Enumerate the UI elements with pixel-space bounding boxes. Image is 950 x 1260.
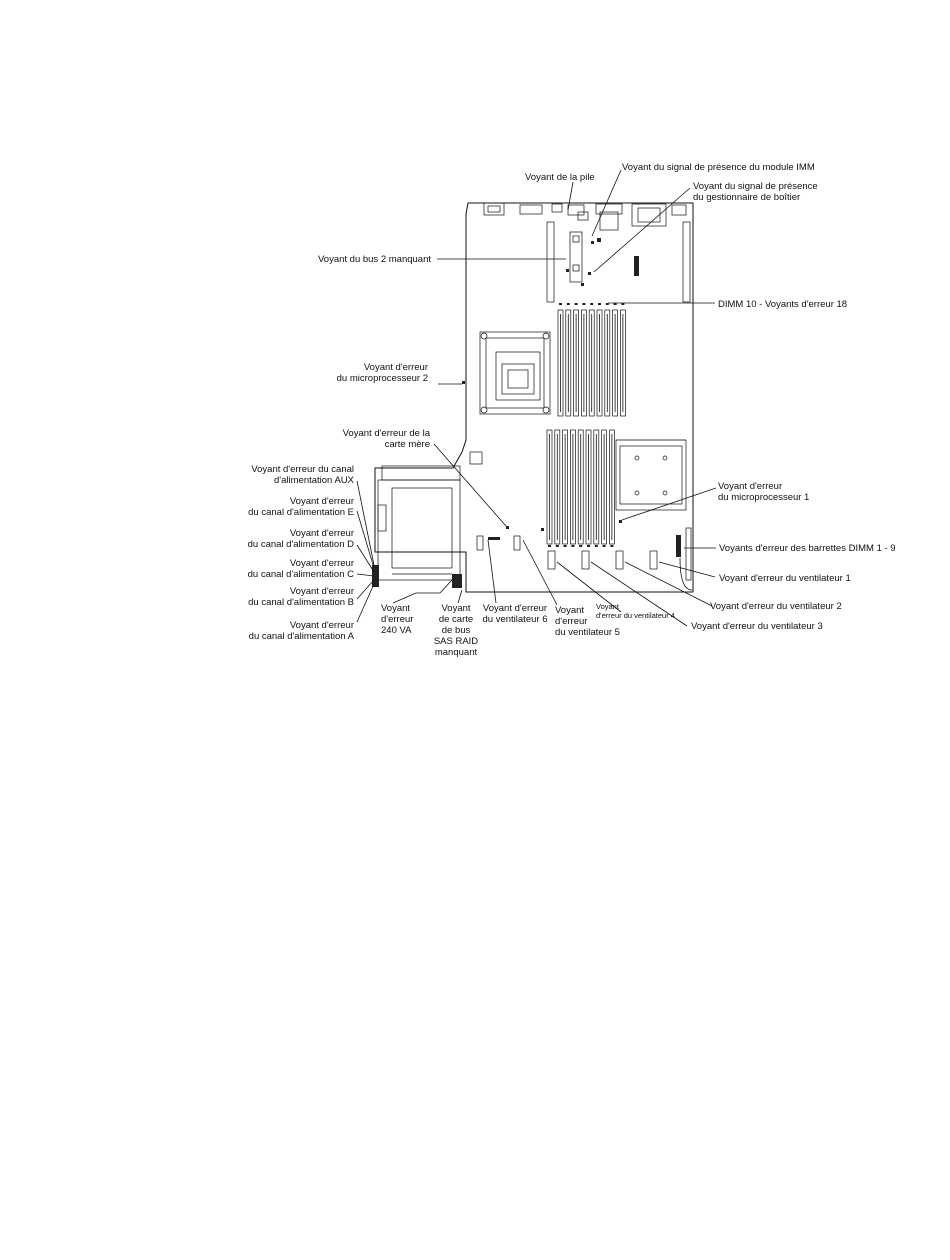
label-sas-2: de carte (439, 614, 473, 625)
label-a-1: Voyant d'erreur (290, 620, 354, 631)
label-b-1: Voyant d'erreur (290, 586, 354, 597)
label-240va-3: 240 VA (381, 625, 412, 636)
label-dimm-10-18: DIMM 10 - Voyants d'erreur 18 (718, 299, 847, 310)
label-d-2: du canal d'alimentation D (248, 539, 355, 550)
label-sysboard-1: Voyant d'erreur de la (343, 428, 431, 439)
small-connector (634, 256, 639, 276)
dimm-upper-slot (581, 309, 587, 417)
label-e-2: du canal d'alimentation E (248, 507, 354, 518)
dimm-upper-led (574, 303, 578, 305)
dimm-upper-slot (573, 309, 579, 417)
dimm-upper-slot (612, 309, 618, 417)
label-fan3: Voyant d'erreur du ventilateur 3 (691, 621, 823, 632)
dimm-upper-slot (596, 309, 603, 417)
dimm-lower-slot (562, 429, 568, 545)
label-cpu2-1: Voyant d'erreur (364, 362, 428, 373)
dimm-lower-led (548, 545, 551, 547)
callout-labels: Voyant du signal de présence du module I… (248, 162, 896, 658)
label-cpu2-2: du microprocesseur 2 (337, 373, 428, 384)
leds (462, 238, 622, 531)
label-sas-4: SAS RAID (434, 636, 478, 647)
dimm-upper-slot (565, 309, 572, 417)
right-pci-slot (682, 221, 691, 303)
dimm-lower-led (602, 545, 606, 547)
rear-connectors (483, 202, 687, 231)
label-a-2: du canal d'alimentation A (249, 631, 355, 642)
dimm-upper-slot (588, 309, 595, 417)
dimm-lower-slot (546, 429, 553, 545)
system-board (372, 202, 694, 593)
label-dimm-1-9: Voyants d'erreur des barrettes DIMM 1 - … (719, 543, 896, 554)
dimm-lower-slot (601, 429, 607, 545)
fan-connectors (476, 527, 693, 591)
label-aux-1: Voyant d'erreur du canal (251, 464, 354, 475)
dimm-upper-led (590, 303, 594, 305)
dimm-lower-led (594, 545, 598, 547)
dimm-lower-slot (585, 429, 592, 545)
label-sas-3: de bus (442, 625, 471, 636)
label-fan4-2: d'erreur du ventilateur 4 (596, 611, 675, 620)
dimm-lower-slot (609, 429, 615, 545)
dimm-upper-led (621, 303, 625, 305)
label-sas-1: Voyant (441, 603, 470, 614)
dimm-lower-led (610, 545, 614, 547)
dimm-upper-led (598, 303, 601, 305)
dimm-upper-led (605, 303, 609, 305)
board-outline (374, 202, 694, 593)
dimm-upper-slot (557, 309, 564, 417)
label-fan4-1: Voyant (596, 602, 620, 611)
label-fan5-1: Voyant (555, 605, 584, 616)
microprocessor-2-socket (479, 331, 551, 415)
label-fan2: Voyant d'erreur du ventilateur 2 (710, 601, 842, 612)
dimm-lower-led (587, 545, 590, 547)
label-fan1: Voyant d'erreur du ventilateur 1 (719, 573, 851, 584)
label-240va-1: Voyant (381, 603, 410, 614)
dimm-lower-slot (554, 429, 561, 545)
label-sas-5: manquant (435, 647, 478, 658)
label-aux-2: d'alimentation AUX (274, 475, 355, 486)
label-c-2: du canal d'alimentation C (248, 569, 355, 580)
microprocessor-1-socket (615, 439, 687, 511)
label-c-1: Voyant d'erreur (290, 558, 354, 569)
dimm-lower-slot (570, 429, 576, 545)
dimm-lower-led (571, 545, 575, 547)
dimm-lower-led (579, 545, 583, 547)
label-fan5-2: d'erreur (555, 616, 587, 627)
callout-lines (356, 169, 717, 627)
label-d-1: Voyant d'erreur (290, 528, 354, 539)
dimm-upper-led (582, 303, 586, 305)
dimm-upper-slot (604, 309, 611, 417)
label-cpu1-2: du microprocesseur 1 (718, 492, 809, 503)
dimm-upper-led (613, 303, 617, 305)
dimm-bank-upper (557, 303, 626, 417)
label-cpu1-1: Voyant d'erreur (718, 481, 782, 492)
dimm-upper-slot (620, 309, 626, 417)
label-bus2-missing: Voyant du bus 2 manquant (318, 254, 431, 265)
label-enclosure-heartbeat-1: Voyant du signal de présence (693, 181, 818, 192)
label-b-2: du canal d'alimentation B (248, 597, 354, 608)
label-enclosure-heartbeat-2: du gestionnaire de boîtier (693, 192, 800, 203)
dimm-lower-led (555, 545, 559, 547)
label-imm-heartbeat: Voyant du signal de présence du module I… (622, 162, 815, 173)
dimm-lower-led (563, 545, 567, 547)
label-sysboard-2: carte mère (385, 439, 430, 450)
dimm-lower-slot (577, 429, 584, 545)
label-fan6-1: Voyant d'erreur (483, 603, 547, 614)
dimm-bank-lower (546, 429, 615, 547)
dimm-upper-led (566, 303, 570, 305)
label-240va-2: d'erreur (381, 614, 413, 625)
riser-block (569, 231, 583, 283)
power-area (372, 451, 483, 588)
label-fan6-2: du ventilateur 6 (483, 614, 548, 625)
label-e-1: Voyant d'erreur (290, 496, 354, 507)
dimm-upper-led (559, 303, 562, 305)
label-fan5-3: du ventilateur 5 (555, 627, 620, 638)
left-pci-slot (546, 221, 555, 303)
label-battery: Voyant de la pile (525, 172, 595, 183)
dimm-lower-slot (593, 429, 600, 545)
